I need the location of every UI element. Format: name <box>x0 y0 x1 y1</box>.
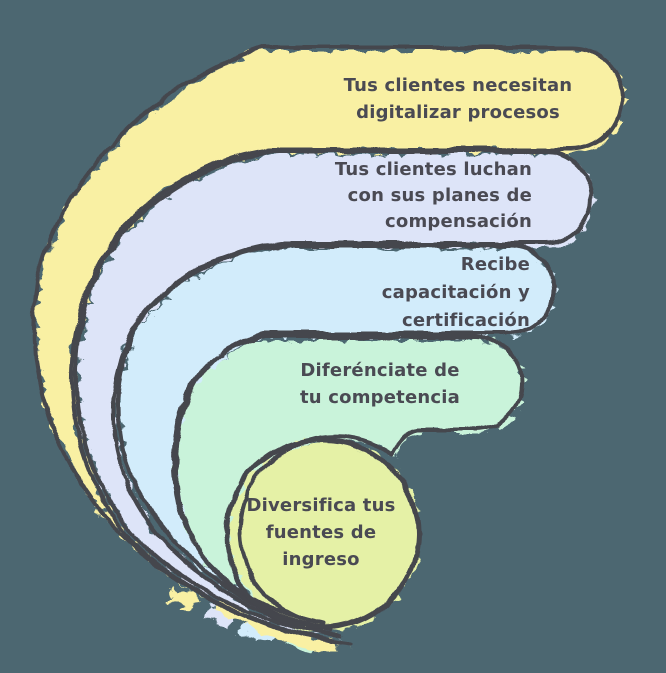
rough-speck <box>198 600 232 624</box>
rough-speck <box>162 584 194 606</box>
